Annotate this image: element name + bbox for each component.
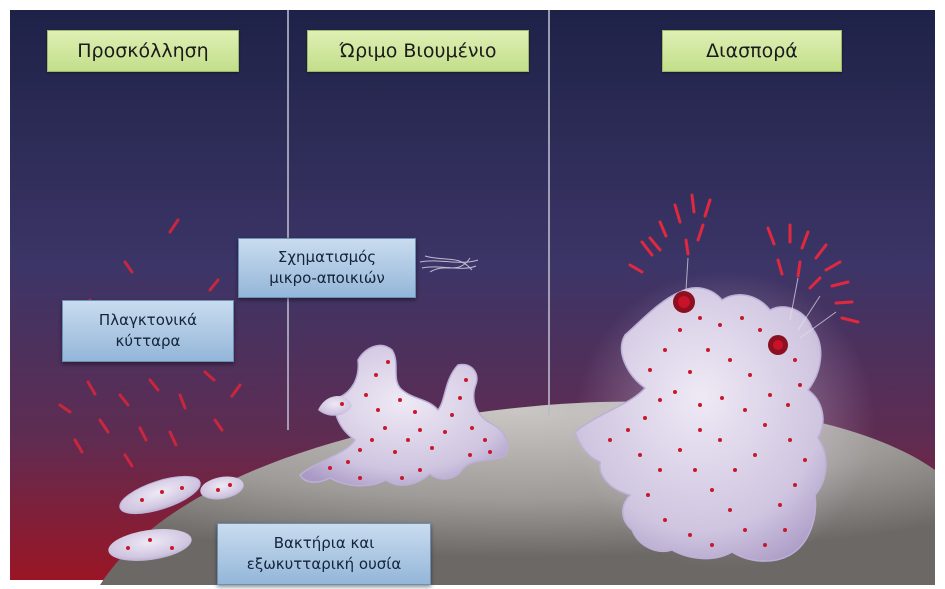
callout-planktonic-cells: Πλαγκτονικά κύτταρα bbox=[62, 300, 234, 362]
callout-bacteria-and-eps: Βακτήρια και εξωκυτταρική ουσία bbox=[217, 523, 431, 585]
callout-microcolony-formation: Σχηματισμός μικρο-αποικιών bbox=[238, 238, 416, 298]
callout-bacteria-line1: Βακτήρια και bbox=[274, 533, 375, 554]
callout-planktonic-line1: Πλαγκτονικά bbox=[99, 310, 197, 331]
stage-label-dispersal: Διασπορά bbox=[662, 30, 842, 72]
stage-label-mature-biofilm: Ώριμο Βιουμένιο bbox=[307, 30, 529, 72]
dispersal-void-1 bbox=[673, 291, 695, 313]
stage-label-attachment: Προσκόλληση bbox=[47, 30, 239, 72]
callout-planktonic-line2: κύτταρα bbox=[116, 331, 181, 352]
callout-bacteria-line2: εξωκυτταρική ουσία bbox=[247, 554, 402, 575]
panel-divider-1 bbox=[287, 10, 289, 430]
dispersal-void-2 bbox=[768, 335, 788, 355]
panel-divider-2 bbox=[548, 10, 550, 415]
callout-microcolony-line2: μικρο-αποικιών bbox=[269, 268, 385, 289]
callout-microcolony-line1: Σχηματισμός bbox=[278, 247, 376, 268]
